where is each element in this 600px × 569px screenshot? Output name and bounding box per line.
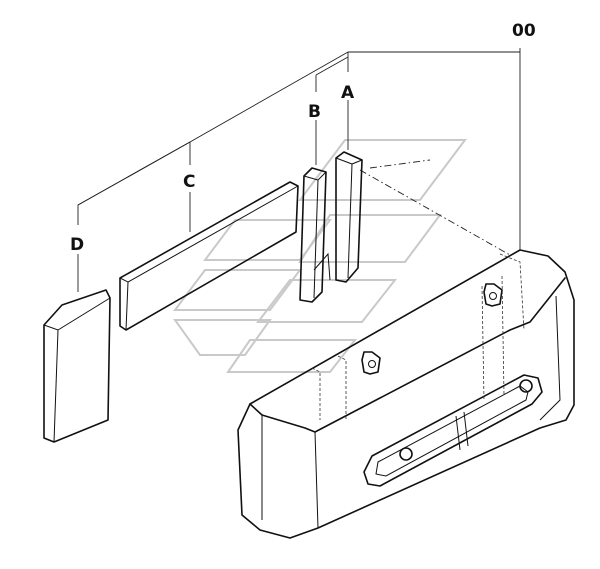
watermark-logo — [173, 139, 467, 373]
leader-lines — [77, 48, 521, 292]
label-part-a: A — [341, 83, 355, 103]
label-part-b: B — [308, 102, 321, 122]
part-d-plate — [43, 289, 111, 443]
part-c-plate — [119, 181, 299, 331]
label-part-c: C — [183, 172, 195, 192]
label-assembly-00: 00 — [512, 21, 536, 41]
label-part-d: D — [70, 235, 84, 255]
part-b-plate — [299, 167, 331, 303]
counterweight-body — [237, 249, 575, 539]
part-a-spacer — [335, 151, 363, 283]
